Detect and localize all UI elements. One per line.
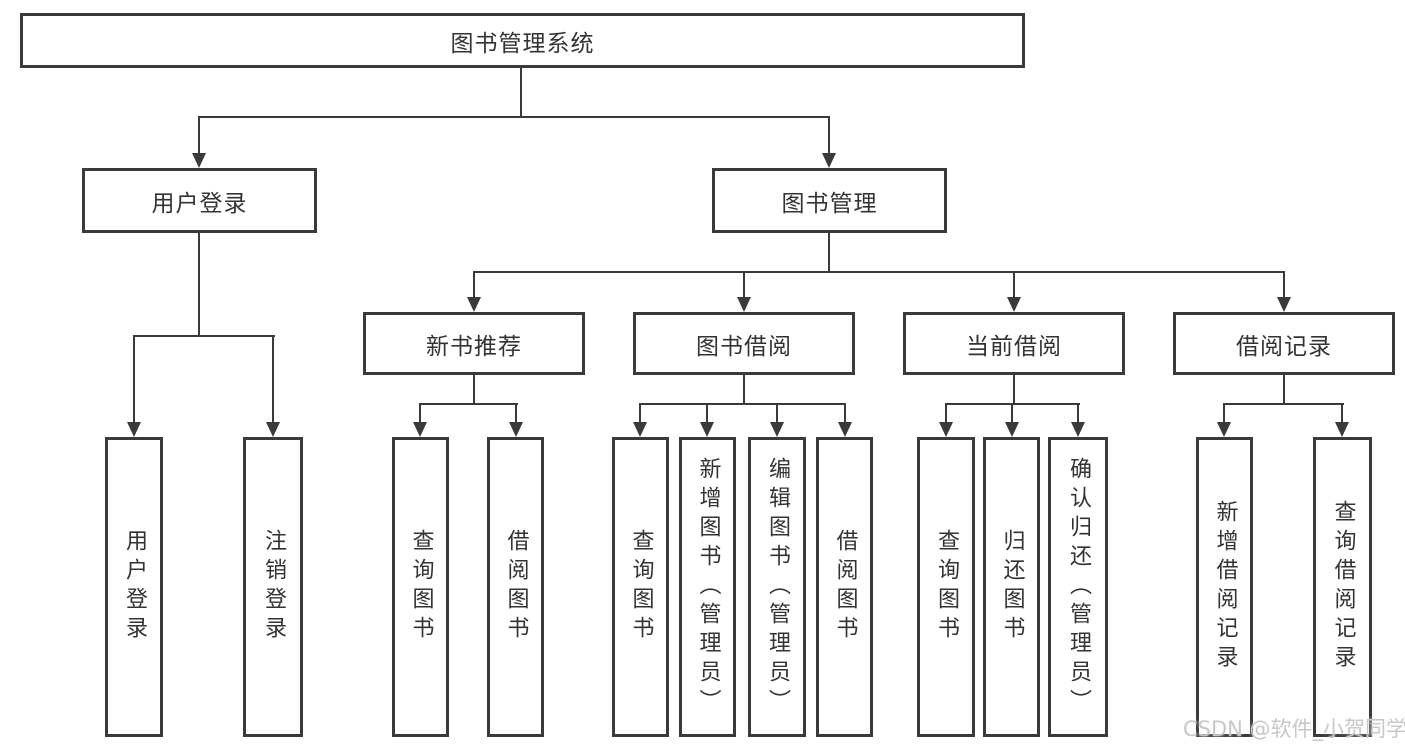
leaf-query-borrow-record-label: 查询借阅记录	[1330, 500, 1356, 674]
root-node: 图书管理系统	[20, 13, 1025, 68]
arrow-to-add-borrow-record	[1216, 403, 1232, 437]
leaf-add-book-admin: 新增图书（管理员）	[679, 437, 736, 737]
leaf-return-books: 归还图书	[983, 437, 1040, 737]
connector-new-book-recommend-stem	[473, 374, 475, 405]
node-new-book-recommend: 新书推荐	[363, 312, 585, 375]
leaf-logout: 注销登录	[243, 437, 303, 737]
connector-borrow-records-hbar	[1223, 403, 1344, 405]
leaf-query-books-recommend: 查询图书	[392, 437, 449, 737]
node-book-management: 图书管理	[712, 168, 947, 233]
leaf-query-borrow-record: 查询借阅记录	[1313, 437, 1372, 737]
arrow-to-borrow-books-1	[508, 403, 524, 437]
leaf-query-books-borrow-label: 查询图书	[628, 529, 654, 645]
arrow-to-user-login	[191, 116, 207, 168]
node-user-login: 用户登录	[82, 168, 317, 233]
connector-user-login-hbar	[133, 335, 275, 337]
arrow-to-new-book-recommend	[466, 271, 482, 312]
leaf-confirm-return-admin: 确认归还（管理员）	[1048, 437, 1108, 737]
leaf-query-books-current-label: 查询图书	[934, 529, 959, 645]
node-book-borrow: 图书借阅	[633, 312, 855, 375]
connector-book-borrow-hbar	[639, 403, 846, 405]
leaf-add-book-admin-label: 新增图书（管理员）	[695, 456, 721, 718]
leaf-borrow-books-recommend: 借阅图书	[487, 437, 544, 737]
leaf-user-login-label: 用户登录	[122, 529, 147, 645]
leaf-return-books-label: 归还图书	[999, 529, 1025, 645]
leaf-query-books-recommend-label: 查询图书	[408, 529, 434, 645]
leaf-borrow-books-2: 借阅图书	[816, 437, 873, 737]
node-user-login-label: 用户登录	[151, 190, 248, 217]
connector-book-management-hbar	[473, 271, 1285, 273]
connector-book-management-stem	[828, 231, 830, 273]
arrow-to-return-books	[1004, 403, 1020, 437]
arrow-to-query-books-1	[412, 403, 428, 437]
leaf-edit-book-admin: 编辑图书（管理员）	[748, 437, 806, 737]
leaf-borrow-books-2-label: 借阅图书	[832, 529, 858, 645]
arrow-to-leaf-logout	[265, 335, 281, 437]
leaf-borrow-books-recommend-label: 借阅图书	[503, 529, 529, 645]
leaf-query-books-borrow: 查询图书	[612, 437, 669, 737]
leaf-query-books-current: 查询图书	[917, 437, 975, 737]
leaf-confirm-return-admin-label: 确认归还（管理员）	[1066, 456, 1091, 718]
connector-book-borrow-stem	[743, 374, 745, 405]
arrow-to-add-book-admin	[699, 403, 715, 437]
node-new-book-recommend-label: 新书推荐	[426, 333, 522, 360]
arrow-to-confirm-return-admin	[1070, 403, 1086, 437]
node-book-management-label: 图书管理	[781, 190, 878, 217]
node-borrow-records-label: 借阅记录	[1236, 333, 1332, 360]
root-node-label: 图书管理系统	[450, 30, 595, 57]
csdn-watermark: CSDN @软件_小贺同学	[1183, 717, 1405, 741]
node-current-borrow: 当前借阅	[903, 312, 1125, 375]
node-borrow-records: 借阅记录	[1173, 312, 1395, 375]
connector-root-hbar	[198, 116, 830, 118]
leaf-add-borrow-record-label: 新增借阅记录	[1212, 500, 1238, 674]
arrow-to-current-borrow	[1006, 271, 1022, 312]
leaf-edit-book-admin-label: 编辑图书（管理员）	[765, 456, 790, 718]
arrow-to-query-borrow-record	[1334, 403, 1350, 437]
connector-user-login-stem	[198, 231, 200, 337]
leaf-logout-label: 注销登录	[261, 529, 286, 645]
arrow-to-query-books-2	[632, 403, 648, 437]
connector-root-stem	[520, 66, 522, 118]
arrow-to-edit-book-admin	[769, 403, 785, 437]
arrow-to-book-borrow	[736, 271, 752, 312]
connector-borrow-records-stem	[1283, 374, 1285, 405]
arrow-to-leaf-user-login	[126, 335, 142, 437]
arrow-to-borrow-records	[1276, 271, 1292, 312]
arrow-to-borrow-books-2	[837, 403, 853, 437]
leaf-add-borrow-record: 新增借阅记录	[1196, 437, 1253, 737]
arrow-to-query-books-3	[938, 403, 954, 437]
connector-current-borrow-stem	[1013, 374, 1015, 405]
arrow-to-book-management	[821, 116, 837, 168]
connector-new-book-recommend-hbar	[419, 403, 518, 405]
node-current-borrow-label: 当前借阅	[966, 333, 1062, 360]
node-book-borrow-label: 图书借阅	[696, 333, 792, 360]
leaf-user-login: 用户登录	[105, 437, 163, 737]
